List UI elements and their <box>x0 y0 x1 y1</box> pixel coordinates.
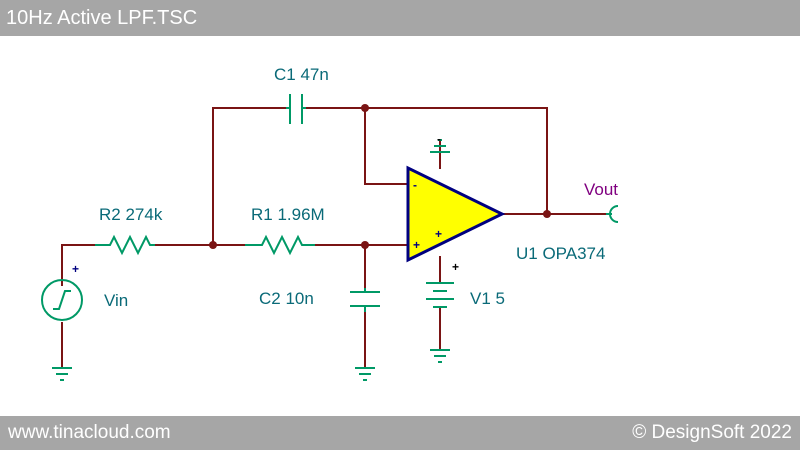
window-title: 10Hz Active LPF.TSC <box>0 0 800 36</box>
wires <box>61 107 609 369</box>
vin-label: Vin <box>104 291 128 310</box>
opamp-minus-mark: - <box>413 178 417 192</box>
battery-plus-mark: + <box>452 260 459 274</box>
ground-icon <box>355 367 375 381</box>
schematic-canvas[interactable]: + + - + <box>0 36 800 416</box>
junction-dot <box>543 210 551 218</box>
footer-website[interactable]: www.tinacloud.com <box>8 422 171 443</box>
junction-dot <box>361 241 369 249</box>
junctions <box>209 104 551 249</box>
vout-terminal[interactable] <box>606 205 619 223</box>
junction-dot <box>209 241 217 249</box>
opamp-supply-minus-mark: - <box>437 132 441 146</box>
ground-icon <box>430 139 450 153</box>
opamp-u1[interactable] <box>406 165 506 263</box>
capacitor-c1[interactable] <box>286 94 306 124</box>
vin-source[interactable]: + <box>41 262 83 321</box>
r2-label: R2 274k <box>99 205 163 224</box>
r1-label: R1 1.96M <box>251 205 325 224</box>
junction-dot <box>361 104 369 112</box>
capacitor-c2[interactable] <box>350 288 380 312</box>
vin-plus-mark: + <box>72 262 79 276</box>
ground-icon <box>52 367 72 381</box>
footer-copyright: © DesignSoft 2022 <box>632 422 792 443</box>
c2-label: C2 10n <box>259 289 314 308</box>
resistor-r1[interactable] <box>245 234 315 256</box>
resistor-r2[interactable] <box>95 234 155 256</box>
ground-symbols <box>52 139 450 381</box>
opamp-supply-plus-mark: + <box>435 227 442 241</box>
u1-label: U1 OPA374 <box>516 244 605 263</box>
battery-v1[interactable] <box>426 282 454 308</box>
vout-label: Vout <box>584 180 618 199</box>
footer-bar: www.tinacloud.com © DesignSoft 2022 <box>0 416 800 450</box>
opamp-plus-mark: + <box>413 238 420 252</box>
c1-label: C1 47n <box>274 65 329 84</box>
ground-icon <box>430 349 450 363</box>
v1-label: V1 5 <box>470 289 505 308</box>
